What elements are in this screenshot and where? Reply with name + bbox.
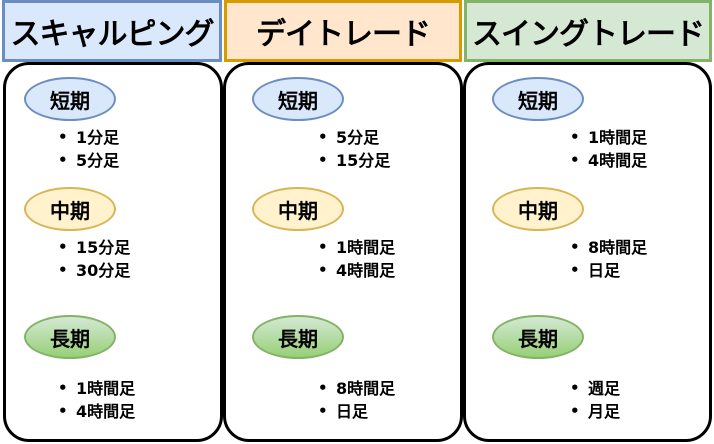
scalping-short-list: 1分足 5分足 bbox=[56, 126, 119, 172]
daytrade-short-pill: 短期 bbox=[252, 77, 344, 121]
scalping-mid-label: 中期 bbox=[50, 198, 90, 223]
scalping-mid-pill: 中期 bbox=[24, 187, 116, 231]
scalping-short-label: 短期 bbox=[50, 88, 90, 113]
list-item: 4時間足 bbox=[316, 259, 395, 282]
daytrade-long-label: 長期 bbox=[278, 326, 318, 351]
swing-short-list: 1時間足 4時間足 bbox=[568, 126, 647, 172]
swing-mid-list: 8時間足 日足 bbox=[568, 236, 647, 282]
swing-long-label: 長期 bbox=[518, 326, 558, 351]
list-item: 1時間足 bbox=[316, 236, 395, 259]
swing-mid-label: 中期 bbox=[518, 198, 558, 223]
scalping-short-pill: 短期 bbox=[24, 77, 116, 121]
panel-swing: 短期 1時間足 4時間足 中期 8時間足 日足 長期 週足 月足 bbox=[463, 62, 712, 442]
list-item: 15分足 bbox=[316, 149, 390, 172]
list-item: 4時間足 bbox=[56, 400, 135, 423]
swing-short-pill: 短期 bbox=[492, 77, 584, 121]
list-item: 8時間足 bbox=[568, 236, 647, 259]
list-item: 4時間足 bbox=[568, 149, 647, 172]
scalping-long-label: 長期 bbox=[50, 326, 90, 351]
scalping-long-list: 1時間足 4時間足 bbox=[56, 377, 135, 423]
daytrade-mid-label: 中期 bbox=[278, 198, 318, 223]
list-item: 8時間足 bbox=[316, 377, 395, 400]
header-daytrade: デイトレード bbox=[224, 0, 462, 62]
swing-mid-pill: 中期 bbox=[492, 187, 584, 231]
daytrade-mid-pill: 中期 bbox=[252, 187, 344, 231]
list-item: 1時間足 bbox=[56, 377, 135, 400]
daytrade-long-pill: 長期 bbox=[252, 315, 344, 359]
list-item: 5分足 bbox=[316, 126, 390, 149]
list-item: 月足 bbox=[568, 400, 620, 423]
panel-scalping: 短期 1分足 5分足 中期 15分足 30分足 長期 1時間足 4時間足 bbox=[3, 62, 223, 442]
scalping-long-pill: 長期 bbox=[24, 315, 116, 359]
swing-long-pill: 長期 bbox=[492, 315, 584, 359]
swing-long-list: 週足 月足 bbox=[568, 377, 620, 423]
list-item: 5分足 bbox=[56, 149, 119, 172]
swing-short-label: 短期 bbox=[518, 88, 558, 113]
daytrade-long-list: 8時間足 日足 bbox=[316, 377, 395, 423]
daytrade-short-label: 短期 bbox=[278, 88, 318, 113]
panel-daytrade: 短期 5分足 15分足 中期 1時間足 4時間足 長期 8時間足 日足 bbox=[223, 62, 463, 442]
list-item: 1時間足 bbox=[568, 126, 647, 149]
daytrade-mid-list: 1時間足 4時間足 bbox=[316, 236, 395, 282]
list-item: 日足 bbox=[316, 400, 395, 423]
header-swing: スイングトレード bbox=[464, 0, 712, 62]
header-scalping: スキャルピング bbox=[2, 0, 222, 62]
list-item: 週足 bbox=[568, 377, 620, 400]
list-item: 日足 bbox=[568, 259, 647, 282]
daytrade-short-list: 5分足 15分足 bbox=[316, 126, 390, 172]
scalping-mid-list: 15分足 30分足 bbox=[56, 236, 130, 282]
list-item: 1分足 bbox=[56, 126, 119, 149]
header-daytrade-title: デイトレード bbox=[256, 17, 431, 52]
header-swing-title: スイングトレード bbox=[472, 17, 705, 52]
list-item: 30分足 bbox=[56, 259, 130, 282]
header-scalping-title: スキャルピング bbox=[10, 17, 215, 52]
list-item: 15分足 bbox=[56, 236, 130, 259]
